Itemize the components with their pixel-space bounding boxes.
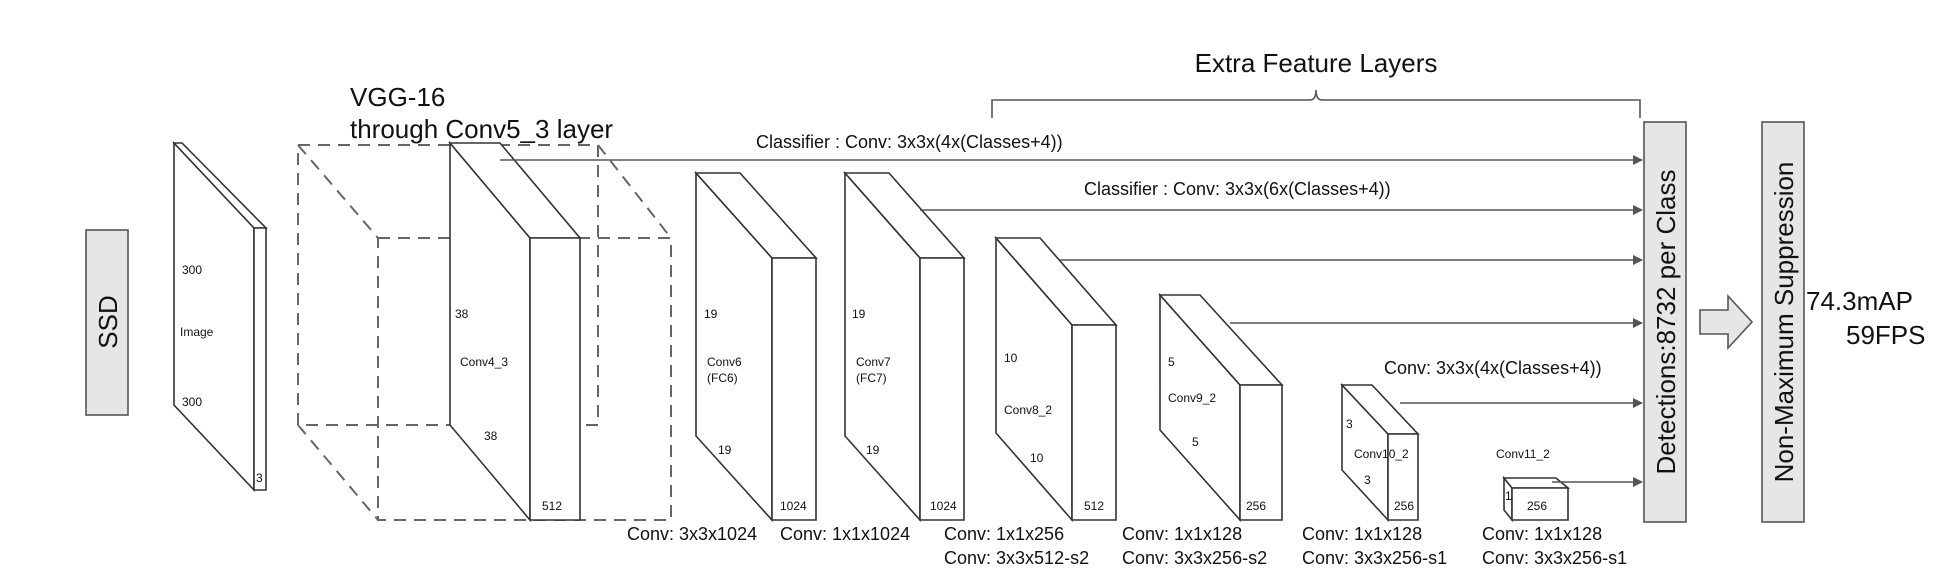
image-depth: 3: [256, 471, 263, 485]
conv8-2-caption-2: Conv: 3x3x512-s2: [944, 548, 1089, 568]
conv10-2-depth: 256: [1394, 499, 1414, 513]
conv4-3-height: 38: [455, 307, 469, 321]
extra-feature-layers-bracket: Extra Feature Layers: [991, 48, 1641, 118]
conv6-name-1: Conv6: [707, 355, 742, 369]
conv11-2-depth: 256: [1527, 499, 1547, 513]
conv6-block: 19 Conv6 (FC6) 19 1024 Conv: 3x3x1024: [627, 170, 818, 544]
conv10-2-width: 3: [1364, 473, 1371, 487]
extra-feature-layers-title: Extra Feature Layers: [1195, 48, 1438, 78]
output-hollow-arrow: [1699, 293, 1754, 351]
conv8-2-name: Conv8_2: [1004, 403, 1052, 417]
conv9-2-depth: 256: [1246, 499, 1266, 513]
classifier-label-1: Classifier : Conv: 3x3x(4x(Classes+4)): [756, 132, 1063, 152]
conv4-3-block: 38 Conv4_3 38 512: [448, 140, 582, 523]
conv8-2-block: 10 Conv8_2 10 512 Conv: 1x1x256 Conv: 3x…: [944, 235, 1118, 568]
image-width: 300: [182, 395, 202, 409]
conv6-height: 19: [704, 307, 718, 321]
conv4-3-width: 38: [484, 429, 498, 443]
conv10-2-height: 3: [1346, 417, 1353, 431]
conv11-2-name: Conv11_2: [1496, 447, 1550, 461]
conv6-name-2: (FC6): [707, 371, 738, 385]
conv11-2-block: Conv11_2 1 256 Conv: 1x1x128 Conv: 3x3x2…: [1482, 447, 1627, 568]
conv7-block: 19 Conv7 (FC7) 19 1024 Conv: 1x1x1024: [780, 170, 966, 544]
conv7-depth: 1024: [930, 499, 957, 513]
ssd-label: SSD: [93, 295, 123, 348]
image-label: Image: [180, 325, 214, 339]
conv6-caption: Conv: 3x3x1024: [627, 524, 757, 544]
conv7-height: 19: [852, 307, 866, 321]
conv7-name-2: (FC7): [856, 371, 887, 385]
conv10-2-name: Conv10_2: [1354, 447, 1409, 461]
conv8-2-caption-1: Conv: 1x1x256: [944, 524, 1064, 544]
conv7-width: 19: [866, 443, 880, 457]
conv10-2-caption-2: Conv: 3x3x256-s1: [1302, 548, 1447, 568]
conv6-width: 19: [718, 443, 732, 457]
conv9-2-width: 5: [1192, 435, 1199, 449]
result-fps: 59FPS: [1846, 320, 1926, 350]
detections-box: Detections:8732 per Class: [1643, 121, 1687, 523]
conv7-caption: Conv: 1x1x1024: [780, 524, 910, 544]
detections-label: Detections:8732 per Class: [1651, 170, 1681, 475]
conv8-2-depth: 512: [1084, 499, 1104, 513]
conv8-2-height: 10: [1004, 351, 1018, 365]
conv10-2-caption-1: Conv: 1x1x128: [1302, 524, 1422, 544]
image-height: 300: [182, 263, 202, 277]
conv9-2-name: Conv9_2: [1168, 391, 1216, 405]
conv11-2-caption-2: Conv: 3x3x256-s1: [1482, 548, 1627, 568]
conv9-2-block: 5 Conv9_2 5 256 Conv: 1x1x128 Conv: 3x3x…: [1122, 292, 1284, 568]
conv11-2-height: 1: [1505, 489, 1512, 503]
conv10-2-block: 3 Conv10_2 3 256 Conv: 1x1x128 Conv: 3x3…: [1302, 382, 1447, 568]
classifier-label-2: Classifier : Conv: 3x3x(6x(Classes+4)): [1084, 179, 1391, 199]
result-map: 74.3mAP: [1806, 286, 1913, 316]
conv8-2-width: 10: [1030, 451, 1044, 465]
classifier-arrows: [500, 155, 1643, 487]
conv11-2-caption-1: Conv: 1x1x128: [1482, 524, 1602, 544]
conv9-2-height: 5: [1168, 355, 1175, 369]
conv6-depth: 1024: [780, 499, 807, 513]
image-input-block: 300 Image 300 3: [172, 140, 268, 493]
classifier-label-3: Conv: 3x3x(4x(Classes+4)): [1384, 358, 1602, 378]
conv9-2-caption-1: Conv: 1x1x128: [1122, 524, 1242, 544]
conv4-3-depth: 512: [542, 499, 562, 513]
vgg-label-line2: through Conv5_3 layer: [350, 114, 613, 144]
conv7-name-1: Conv7: [856, 355, 891, 369]
ssd-label-box: SSD: [85, 229, 129, 416]
vgg-label-line1: VGG-16: [350, 82, 445, 112]
nms-label: Non-Maximum Suppression: [1769, 162, 1799, 483]
nms-box: Non-Maximum Suppression: [1761, 121, 1805, 523]
conv4-3-name: Conv4_3: [460, 355, 508, 369]
conv9-2-caption-2: Conv: 3x3x256-s2: [1122, 548, 1267, 568]
